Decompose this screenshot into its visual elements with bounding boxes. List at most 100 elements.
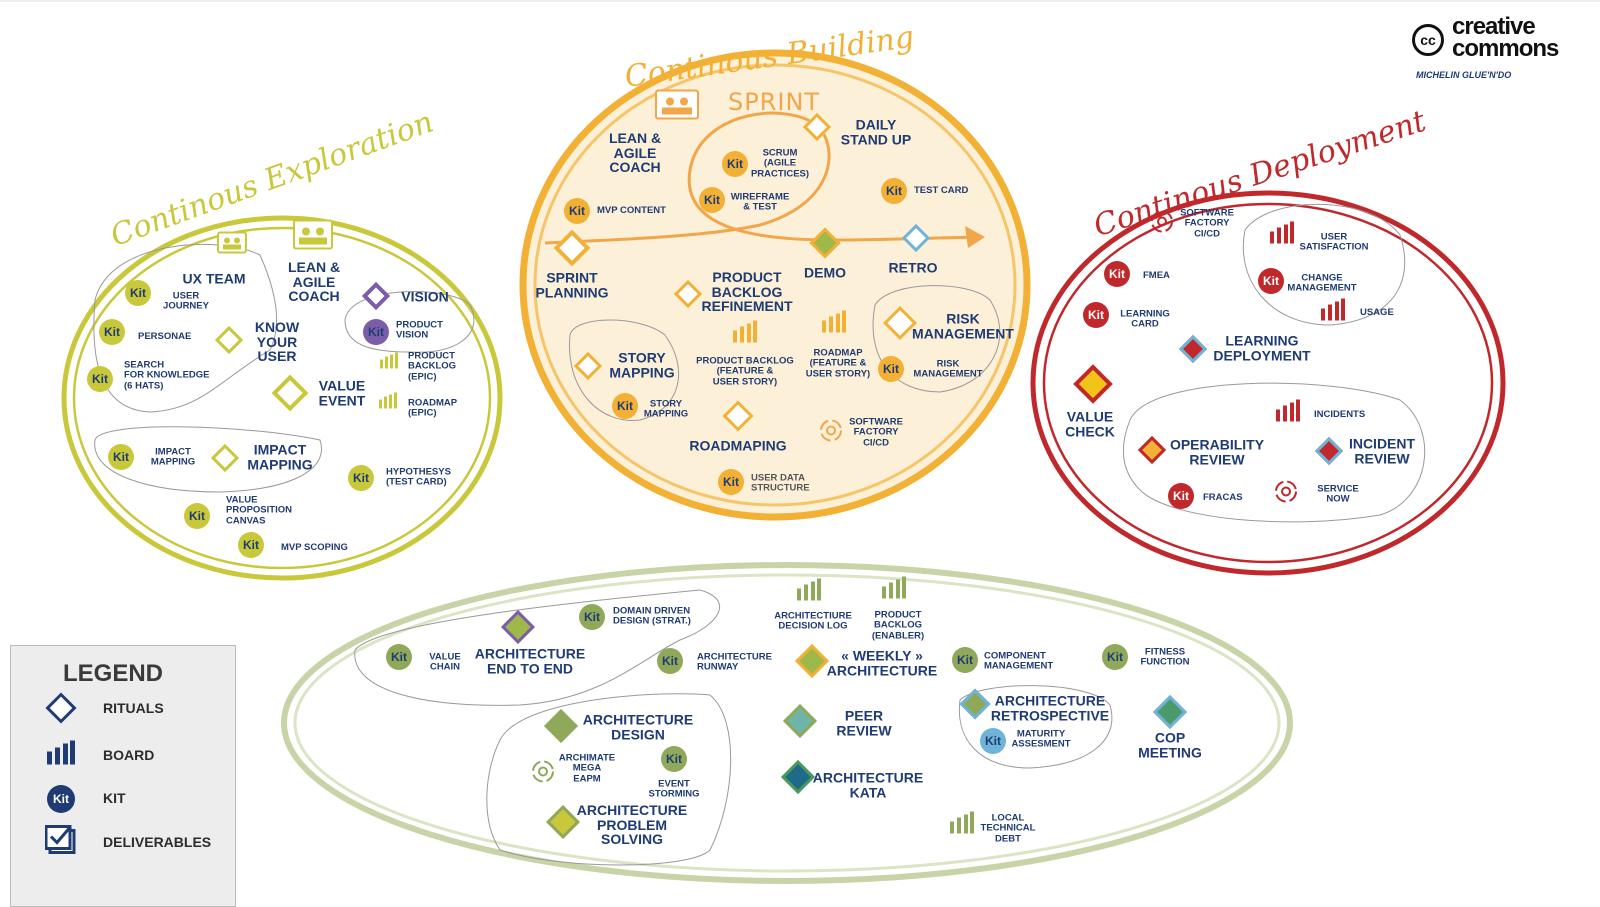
roadmap-epic-label: ROADMAP (EPIC) [408,397,458,419]
building-inner-ring [533,63,1017,507]
cc-mark: cc [1412,24,1444,56]
retro-group-outline [958,685,1113,769]
kit-icon: Kit [612,393,638,419]
kit-icon: Kit [108,444,134,470]
kit-icon: Kit [661,746,687,772]
deploy-software-factory-label: SOFTWARE FACTORY CI/CD [1180,207,1234,240]
kit-icon: Kit [348,465,374,491]
architecture-inner-ring [293,573,1281,873]
kit-icon: Kit [1102,644,1128,670]
incident-review-label: INCIDENT REVIEW [1348,435,1416,466]
service-now-label: SERVICE NOW [1317,483,1359,505]
product-backlog-epic-label: PRODUCT BACKLOG (EPIC) [408,350,457,383]
value-chain-label: VALUE CHAIN [429,651,461,673]
risk-management-label: RISK MANAGEMENT [912,310,1014,341]
mvp-scoping-label: MVP SCOPING [281,541,348,553]
event-storming-label: EVENT STORMING [648,778,700,800]
product-backlog-refinement-label: PRODUCT BACKLOG REFINEMENT [701,268,793,315]
learning-card-label: LEARNING CARD [1120,308,1170,330]
kit-icon: Kit [99,319,125,345]
cycle-gear-icon [1149,209,1175,240]
legend-deliverables-row: DELIVERABLES [44,825,229,860]
impact-mapping-kit-label: IMPACT MAPPING [150,446,196,468]
kit-icon: Kit [718,469,744,495]
ritual-diamond-icon [45,692,77,724]
fitness-function-label: FITNESS FUNCTION [1140,646,1190,668]
roadmap-feature-label: ROADMAP (FEATURE & USER STORY) [805,347,871,380]
board-icon [796,578,822,607]
retro-label: RETRO [888,259,938,276]
lean-agile-coach-label: LEAN & AGILE COACH [287,258,341,305]
legend-board-row: BOARD [46,739,229,773]
building-outer-ring [519,49,1031,521]
learning-deployment-label: LEARNING DEPLOYMENT [1213,332,1311,363]
monitor-group-outline [1242,203,1406,326]
product-backlog-feature-label: PRODUCT BACKLOG (FEATURE & USER STORY) [696,355,794,388]
kit-icon: Kit [184,503,210,529]
cycle-gear-icon [818,418,844,449]
kit-icon: Kit [1168,483,1194,509]
board-icon [378,392,398,415]
ux-team-label: UX TEAM [182,270,246,287]
creative-commons-logo: cc creative commons MICHELIN GLUE'N'DO [1412,13,1600,88]
value-proposition-label: VALUE PROPOSITION CANVAS [226,494,292,527]
maturity-assessment-label: MATURITY ASSESMENT [1011,728,1071,750]
kit-icon: Kit [564,198,590,224]
exploration-outer-ring [61,215,503,581]
value-check-label: VALUE CHECK [1065,408,1115,439]
user-journey-label: USER JOURNEY [163,290,209,312]
incidents-label: INCIDENTS [1314,408,1366,420]
operability-group-outline [1122,382,1426,523]
decision-log-label: ARCHITECTIURE DECISION LOG [774,610,852,632]
architecture-runway-label: ARCHITECTURE RUNWAY [697,651,772,673]
impact-group-outline [94,426,322,493]
change-management-label: CHANGE MANAGEMENT [1287,272,1357,294]
sprint-planning-label: SPRINT PLANNING [535,269,609,300]
kit-icon: Kit [1083,302,1109,328]
deployment-inner-ring [1042,202,1494,564]
peer-review-label: PEER REVIEW [836,707,892,738]
fracas-label: FRACAS [1203,491,1243,503]
kit-icon: Kit [125,280,151,306]
sprint-arrowhead [965,226,985,248]
board-icon [821,310,847,339]
kit-icon: Kit [47,785,75,813]
board-icon [732,320,758,349]
board-icon [1275,399,1301,428]
local-technical-debt-label: LOCAL TECHNICAL DEBT [980,812,1036,845]
kit-icon: Kit [363,319,389,345]
board-icon [46,740,76,771]
product-vision-label: PRODUCT VISION [396,319,443,341]
test-card-label: TEST CARD [914,184,969,196]
building-coach-label: LEAN & AGILE COACH [608,129,662,176]
domain-driven-label: DOMAIN DRIVEN DESIGN (STRAT.) [613,605,691,627]
usage-label: USAGE [1360,306,1394,318]
design-group-outline [486,693,732,866]
legend-rituals-row: RITUALS [45,692,229,726]
architecture-end-to-end-label: ARCHITECTURE END TO END [474,645,586,676]
demo-label: DEMO [804,264,846,281]
hypothesys-label: HYPOTHESYS (TEST CARD) [386,466,451,488]
fmea-label: FMEA [1143,269,1170,281]
legend-kit-label: KIT [103,790,126,806]
legend-panel: LEGEND RITUALS BOARD Kit KIT DELIVERABLE… [10,645,236,907]
team-icon [655,89,699,127]
architecture-design-label: ARCHITECTURE DESIGN [582,711,694,742]
daily-stand-up-label: DAILY STAND UP [840,116,912,147]
kit-icon: Kit [87,366,113,392]
deployment-outer-ring [1030,190,1506,576]
cycle-gear-icon [1273,479,1299,510]
enabler-backlog-label: PRODUCT BACKLOG (ENABLER) [871,609,925,642]
cc-wordmark: creative commons [1452,13,1559,62]
board-icon [881,576,907,605]
kit-icon: Kit [722,151,748,177]
deliverable-checkbox-icon [44,825,77,860]
kit-icon: Kit [1104,261,1130,287]
kit-icon: Kit [238,532,264,558]
sprint-label: SPRINT [728,88,821,116]
ux-group-outline [93,243,277,413]
component-management-label: COMPONENT MANAGEMENT [984,650,1054,672]
team-icon [293,219,333,257]
